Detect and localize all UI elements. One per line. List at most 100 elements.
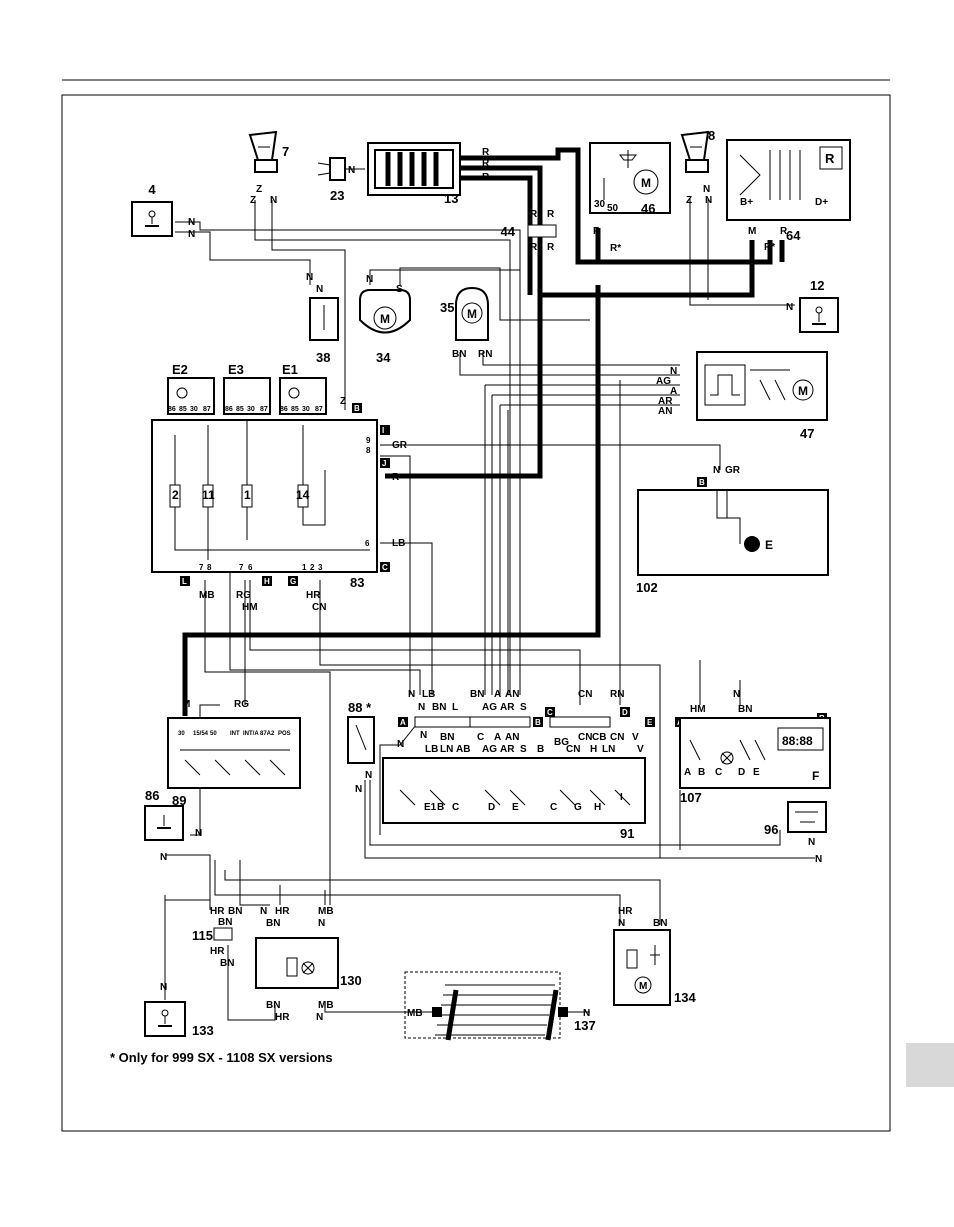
svg-text:N: N <box>418 702 425 713</box>
svg-text:C: C <box>715 767 722 778</box>
svg-text:CB: CB <box>592 732 606 743</box>
svg-text:L: L <box>182 577 187 586</box>
svg-text:L: L <box>452 702 458 713</box>
svg-text:R: R <box>593 226 601 237</box>
svg-text:N: N <box>306 272 313 283</box>
svg-text:R: R <box>530 242 538 253</box>
label-88: 88 * <box>348 700 372 715</box>
svg-text:N: N <box>408 689 415 700</box>
svg-text:BN: BN <box>218 917 232 928</box>
svg-text:3: 3 <box>318 563 323 572</box>
svg-text:RG: RG <box>234 699 249 710</box>
svg-text:M: M <box>467 307 477 321</box>
svg-text:D+: D+ <box>815 197 828 208</box>
label-96: 96 <box>764 822 778 837</box>
component-130: 130 N HR MB BN N BN MB HR N <box>255 906 362 1023</box>
svg-text:BN: BN <box>228 906 242 917</box>
svg-text:N: N <box>270 195 277 206</box>
component-38: 38 N N <box>306 272 339 365</box>
component-88: 88 * N N <box>347 700 375 795</box>
svg-text:AR: AR <box>500 744 515 755</box>
label-115: 115 <box>192 928 213 943</box>
svg-text:LB: LB <box>425 744 438 755</box>
svg-text:S: S <box>396 284 403 295</box>
svg-text:D: D <box>622 708 628 717</box>
svg-text:BN: BN <box>738 704 752 715</box>
svg-text:AN: AN <box>505 689 519 700</box>
svg-text:N: N <box>316 284 323 295</box>
svg-text:N: N <box>160 852 167 863</box>
footnote: * Only for 999 SX - 1108 SX versions <box>110 1050 333 1065</box>
svg-text:BN: BN <box>452 349 466 360</box>
label-133: 133 <box>192 1023 214 1038</box>
svg-text:AN: AN <box>505 732 519 743</box>
svg-text:HR: HR <box>275 1012 290 1023</box>
svg-text:CN: CN <box>578 732 592 743</box>
component-91: E1 B C D E C G H I 91 N LB BN N BN A AN … <box>382 689 646 841</box>
svg-text:R: R <box>530 209 538 220</box>
label-4: 4 <box>148 182 156 197</box>
svg-text:A: A <box>684 767 691 778</box>
svg-text:E2: E2 <box>172 362 188 377</box>
svg-text:AR: AR <box>500 702 515 713</box>
component-13: 13 R R R <box>367 142 490 206</box>
svg-text:LN: LN <box>602 744 615 755</box>
svg-text:N: N <box>348 165 355 176</box>
svg-text:E: E <box>765 538 773 552</box>
svg-text:8: 8 <box>207 563 212 572</box>
svg-text:11: 11 <box>202 488 215 502</box>
svg-text:2: 2 <box>310 563 315 572</box>
connector-tags: B I J C L H G B <box>180 403 707 586</box>
component-96: 96 N N <box>764 801 827 865</box>
component-107: 88:88 A B C D E F 107 HM N BN <box>679 689 831 805</box>
page-tab <box>906 1043 954 1087</box>
svg-text:N: N <box>670 366 677 377</box>
component-86: 86 N N <box>144 788 202 863</box>
label-89: 89 <box>172 793 186 808</box>
component-89: 30 15/54 50 INT INT/A 87A2 POS 89 M RG <box>167 699 301 808</box>
svg-text:RG: RG <box>236 590 251 601</box>
svg-text:N: N <box>815 854 822 865</box>
svg-text:E1: E1 <box>282 362 298 377</box>
svg-text:N: N <box>355 784 362 795</box>
label-46: 46 <box>641 201 655 216</box>
svg-text:6: 6 <box>365 539 370 548</box>
svg-text:H: H <box>590 744 597 755</box>
component-44: 44 R R R R <box>501 209 557 253</box>
label-35: 35 <box>440 300 454 315</box>
component-134: M 134 HR N BN <box>613 906 696 1006</box>
svg-text:88:88: 88:88 <box>782 734 813 748</box>
svg-text:30: 30 <box>594 199 606 210</box>
svg-text:R: R <box>482 147 490 158</box>
svg-text:G: G <box>290 577 296 586</box>
svg-text:N: N <box>160 982 167 993</box>
component-115: 115 HR BN BN HR BN <box>192 906 242 969</box>
svg-text:M: M <box>798 384 808 398</box>
component-35: M 35 BN RN <box>440 286 492 360</box>
svg-text:C: C <box>550 802 557 813</box>
svg-text:LN: LN <box>440 744 453 755</box>
svg-text:87A2: 87A2 <box>260 731 275 737</box>
relay-e2: E2 86 85 30 87 <box>167 362 215 415</box>
svg-text:BG: BG <box>554 737 569 748</box>
svg-text:85: 85 <box>179 406 187 413</box>
svg-text:R: R <box>825 151 835 166</box>
svg-text:6: 6 <box>248 563 253 572</box>
svg-text:8: 8 <box>366 446 371 455</box>
svg-text:R*: R* <box>764 242 775 253</box>
label-134: 134 <box>674 990 696 1005</box>
svg-text:N: N <box>583 1008 590 1019</box>
svg-text:HR: HR <box>306 590 321 601</box>
label-13: 13 <box>444 191 458 206</box>
svg-text:N: N <box>366 274 373 285</box>
svg-text:S: S <box>520 702 527 713</box>
svg-text:86: 86 <box>225 406 233 413</box>
svg-text:N: N <box>397 739 404 750</box>
svg-text:A: A <box>400 718 406 727</box>
svg-text:I: I <box>382 426 384 435</box>
svg-text:30: 30 <box>190 406 198 413</box>
svg-text:N: N <box>260 906 267 917</box>
svg-text:B+: B+ <box>740 197 753 208</box>
svg-text:B: B <box>698 767 705 778</box>
svg-text:B: B <box>699 478 705 487</box>
